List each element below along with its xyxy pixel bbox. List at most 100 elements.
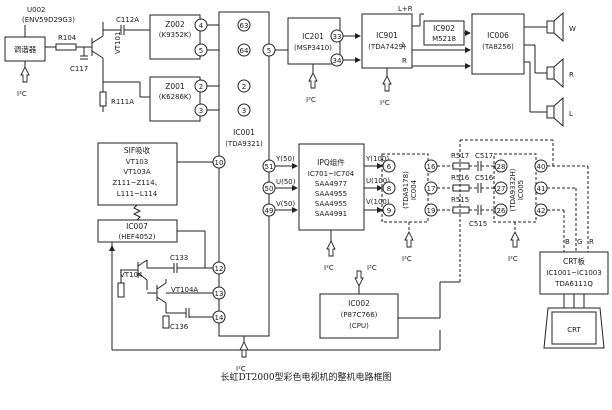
svg-text:9: 9 xyxy=(387,207,391,215)
svg-text:(HEF4052): (HEF4052) xyxy=(119,233,156,241)
tuner-label: 调谐器 xyxy=(14,44,37,54)
ic201-block: IC201 (MSP3410) xyxy=(287,17,341,65)
svg-text:(MSP3410): (MSP3410) xyxy=(294,44,332,52)
svg-text:Z002: Z002 xyxy=(165,20,185,29)
svg-text:SIF吸收: SIF吸收 xyxy=(124,145,151,155)
svg-text:51: 51 xyxy=(265,163,274,171)
tuner-ref: U002 xyxy=(27,6,45,14)
svg-text:IC006: IC006 xyxy=(487,31,509,40)
svg-text:TDA6111Q: TDA6111Q xyxy=(554,280,593,288)
svg-text:I²C: I²C xyxy=(324,264,334,272)
svg-text:(TDA9332H): (TDA9332H) xyxy=(509,168,517,211)
svg-text:VT103: VT103 xyxy=(126,158,148,166)
svg-text:5: 5 xyxy=(267,47,271,55)
svg-text:63: 63 xyxy=(240,22,249,30)
svg-text:26: 26 xyxy=(497,207,506,215)
svg-text:(K9352K): (K9352K) xyxy=(159,31,192,39)
svg-text:IC701~IC704: IC701~IC704 xyxy=(308,170,355,178)
svg-text:64: 64 xyxy=(240,47,249,55)
speaker-w-label: W xyxy=(569,25,576,33)
svg-text:I²C: I²C xyxy=(367,264,377,272)
ic002-cpu-block: IC002 (P87C766) (CPU) xyxy=(319,293,399,339)
ic007-block: IC007 (HEF4052) xyxy=(97,219,178,243)
svg-text:C517: C517 xyxy=(475,152,493,160)
svg-text:4: 4 xyxy=(199,22,204,30)
svg-text:16: 16 xyxy=(427,163,436,171)
svg-text:I²C: I²C xyxy=(508,255,518,263)
svg-text:42: 42 xyxy=(537,207,546,215)
c112a-label: C112A xyxy=(116,16,139,24)
svg-text:IC201: IC201 xyxy=(302,32,324,41)
svg-text:27: 27 xyxy=(497,185,506,193)
ic902-block: IC902 M5218 xyxy=(423,20,465,46)
svg-text:3: 3 xyxy=(199,107,203,115)
svg-text:41: 41 xyxy=(537,185,546,193)
svg-text:SAA4955: SAA4955 xyxy=(315,200,347,208)
c117-label: C117 xyxy=(70,65,88,73)
z001-saw-filter: Z001 (K6286K) 2 3 xyxy=(149,76,208,122)
svg-text:(P87C766): (P87C766) xyxy=(341,311,378,319)
svg-text:2: 2 xyxy=(242,83,246,91)
svg-text:3: 3 xyxy=(242,107,246,115)
ipq-module-block: IPQ组件 IC701~IC704 SAA4977 SAA4955 SAA495… xyxy=(298,143,365,231)
svg-text:C516: C516 xyxy=(475,174,494,182)
svg-text:(TA8256): (TA8256) xyxy=(482,43,514,51)
svg-text:IC902: IC902 xyxy=(433,24,455,33)
svg-text:(TDA9178): (TDA9178) xyxy=(402,171,410,209)
svg-text:13: 13 xyxy=(215,290,224,298)
svg-text:Z001: Z001 xyxy=(165,82,185,91)
svg-text:12: 12 xyxy=(215,265,224,273)
r111a-label: R111A xyxy=(111,98,134,106)
svg-text:(CPU): (CPU) xyxy=(349,322,369,330)
svg-text:IC001: IC001 xyxy=(233,128,255,137)
svg-text:V(50): V(50) xyxy=(276,200,295,208)
svg-text:C133: C133 xyxy=(170,254,188,262)
svg-text:(TDA9321): (TDA9321) xyxy=(225,140,263,148)
svg-text:CRT: CRT xyxy=(567,326,581,334)
svg-text:R516: R516 xyxy=(451,174,470,182)
svg-text:CRT板: CRT板 xyxy=(563,256,585,266)
svg-text:8: 8 xyxy=(387,185,391,193)
vt104-transistor xyxy=(120,259,148,281)
svg-text:I²C: I²C xyxy=(380,99,390,107)
speaker-icon xyxy=(546,96,564,128)
ic901-block: IC901 (TDA7429) xyxy=(361,13,413,69)
svg-text:C515: C515 xyxy=(469,220,487,228)
svg-text:IC004: IC004 xyxy=(410,179,418,200)
svg-text:I²C: I²C xyxy=(402,255,412,263)
svg-text:R: R xyxy=(402,57,407,65)
svg-text:B: B xyxy=(565,238,570,246)
vt104a-transistor xyxy=(147,282,167,304)
speaker-icon xyxy=(546,57,564,89)
svg-text:VT104A: VT104A xyxy=(171,286,198,294)
crt-board-block: CRT板 IC1001~IC1003 TDA6111Q xyxy=(539,251,609,295)
diagram-caption: 长虹DT2000型彩色电视机的整机电路框图 xyxy=(220,371,391,383)
svg-text:L111~L114: L111~L114 xyxy=(117,190,158,198)
svg-text:Y(100): Y(100) xyxy=(365,155,389,163)
svg-text:U(50): U(50) xyxy=(276,178,296,186)
svg-text:I²C: I²C xyxy=(236,365,246,373)
vt101-label: VT101 xyxy=(114,32,122,54)
tuner-block: 调谐器 U002 (ENV59D29G3) I²C xyxy=(4,6,75,98)
svg-text:34: 34 xyxy=(333,57,342,65)
crt-tube: CRT xyxy=(543,307,605,349)
svg-text:IC901: IC901 xyxy=(376,31,398,40)
r104-label: R104 xyxy=(58,34,77,42)
svg-text:L+R: L+R xyxy=(398,5,413,13)
svg-text:R: R xyxy=(589,238,594,246)
svg-text:40: 40 xyxy=(537,163,546,171)
svg-text:Z111~Z114、: Z111~Z114、 xyxy=(112,179,161,187)
svg-text:49: 49 xyxy=(265,207,274,215)
svg-text:IPQ组件: IPQ组件 xyxy=(317,157,345,167)
svg-text:L: L xyxy=(402,41,406,49)
ic001-block: IC001 (TDA9321) xyxy=(218,11,270,337)
speaker-icon xyxy=(546,11,564,43)
svg-text:14: 14 xyxy=(215,314,224,322)
sif-absorb-block: SIF吸收 VT103 VT103A Z111~Z114、 L111~L114 xyxy=(97,142,178,206)
svg-text:19: 19 xyxy=(427,207,436,215)
svg-text:10: 10 xyxy=(215,159,224,167)
svg-text:28: 28 xyxy=(497,163,506,171)
svg-text:50: 50 xyxy=(265,185,274,193)
